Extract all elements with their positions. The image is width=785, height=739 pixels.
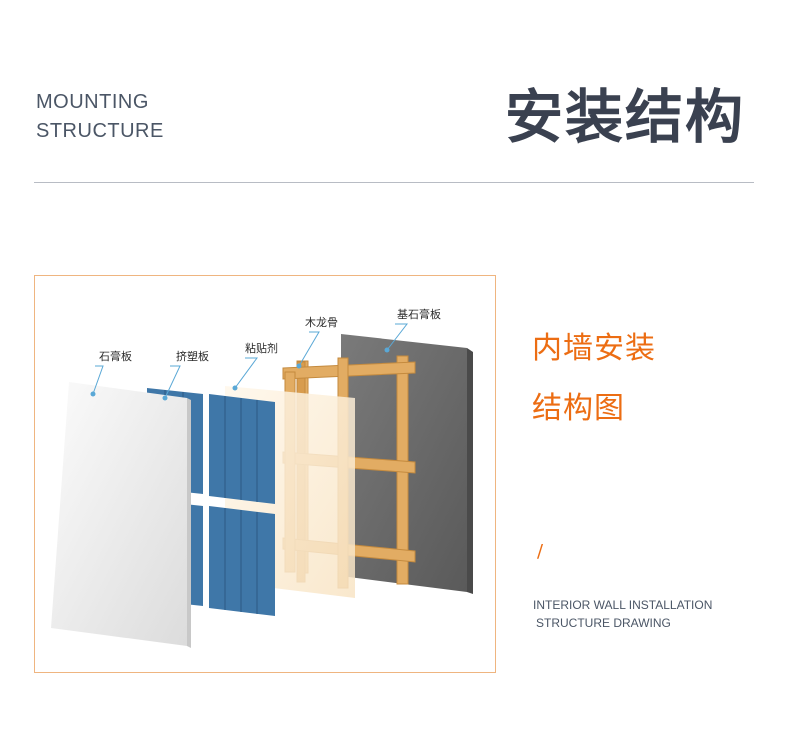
accent-slash: /: [537, 541, 544, 562]
label-gypsum-board: 石膏板: [99, 349, 132, 363]
side-title-cn-line-1: 内墙安装: [532, 331, 656, 366]
callout-dots: [90, 347, 390, 401]
label-xps-board: 挤塑板: [176, 349, 209, 363]
label-wood-keel: 木龙骨: [305, 316, 338, 329]
english-title-line-1: MOUNTING: [36, 91, 149, 113]
structure-diagram-frame: 石膏板 挤塑板 粘贴剂 木龙骨 基石膏板: [34, 275, 496, 673]
side-title-en-line-2: STRUCTURE DRAWING: [536, 616, 671, 630]
english-title-line-2: STRUCTURE: [36, 120, 164, 142]
callout-lines: [92, 323, 409, 399]
chinese-title: 安装结构: [505, 83, 746, 151]
label-adhesive: 粘贴剂: [245, 341, 278, 355]
gypsum-board: [51, 382, 191, 648]
english-title: MOUNTING STRUCTURE: [36, 88, 164, 146]
exploded-layer-illustration: 石膏板 挤塑板 粘贴剂 木龙骨 基石膏板: [51, 307, 473, 648]
side-title-cn-line-2: 结构图: [532, 391, 625, 426]
label-base-stone-board: 基石膏板: [397, 307, 441, 321]
header-divider: [34, 182, 754, 183]
side-title-en-line-1: INTERIOR WALL INSTALLATION: [533, 598, 713, 612]
